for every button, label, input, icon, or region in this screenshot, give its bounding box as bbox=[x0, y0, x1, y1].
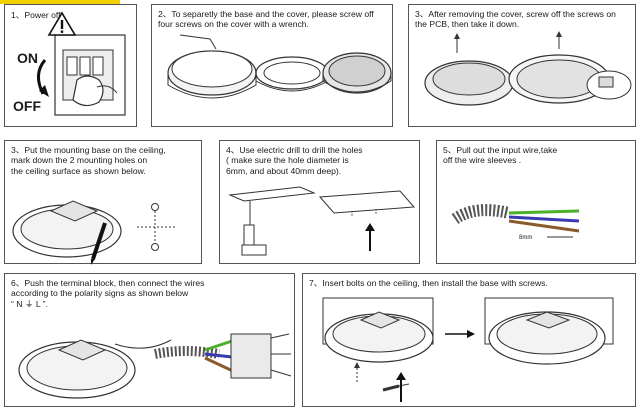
step-3-caption: 3、After removing the cover, screw off th… bbox=[415, 9, 616, 30]
header-accent-bar bbox=[0, 0, 120, 4]
step-4-caption: 3、Put the mounting base on the ceiling, … bbox=[11, 145, 166, 176]
step-2-panel: 2、To separetly the base and the cover, p… bbox=[151, 4, 393, 127]
warning-icon bbox=[47, 11, 77, 36]
step-1-caption: 1、Power off. bbox=[11, 10, 63, 20]
mounting-holes-illustration bbox=[12, 200, 175, 265]
step-6-panel: 5、Pull out the input wire,take off the w… bbox=[436, 140, 636, 264]
step-2-caption: 2、To separetly the base and the cover, p… bbox=[158, 9, 374, 30]
arrow-up-icon bbox=[354, 362, 406, 402]
strip-length-label: 8mm bbox=[519, 235, 533, 241]
arrow-up-icon bbox=[365, 223, 375, 251]
step-7-panel: 6、Push the terminal block, then connect … bbox=[4, 273, 295, 407]
drill-icon bbox=[241, 201, 267, 256]
arrow-right-icon bbox=[445, 330, 475, 338]
step-5-caption: 4、Use electric drill to drill the holes … bbox=[226, 145, 363, 176]
wire-stripping-illustration bbox=[451, 204, 580, 238]
base-install-illustration bbox=[322, 297, 614, 402]
step-6-caption: 5、Pull out the input wire,take off the w… bbox=[443, 145, 558, 166]
power-switch-illustration bbox=[37, 11, 126, 116]
terminal-wiring-illustration bbox=[18, 333, 292, 399]
step-5-panel: 4、Use electric drill to drill the holes … bbox=[219, 140, 420, 264]
step-7-caption: 6、Push the terminal block, then connect … bbox=[11, 278, 205, 309]
step-8-caption: 7、Insert bolts on the ceiling, then inst… bbox=[309, 278, 548, 288]
step-3-panel: 3、After removing the cover, screw off th… bbox=[408, 4, 636, 127]
arrow-up-icon bbox=[454, 31, 562, 53]
pcb-removal-illustration bbox=[424, 31, 632, 106]
cover-removal-illustration bbox=[167, 34, 392, 99]
step-1-panel: 1、Power off. ON OFF bbox=[4, 4, 137, 127]
off-label: OFF bbox=[13, 98, 41, 114]
screwdriver-icon bbox=[382, 383, 410, 392]
on-label: ON bbox=[17, 50, 38, 66]
drill-illustration bbox=[228, 186, 416, 256]
step-4-panel: 3、Put the mounting base on the ceiling, … bbox=[4, 140, 202, 265]
step-8-panel: 7、Insert bolts on the ceiling, then inst… bbox=[302, 273, 636, 407]
